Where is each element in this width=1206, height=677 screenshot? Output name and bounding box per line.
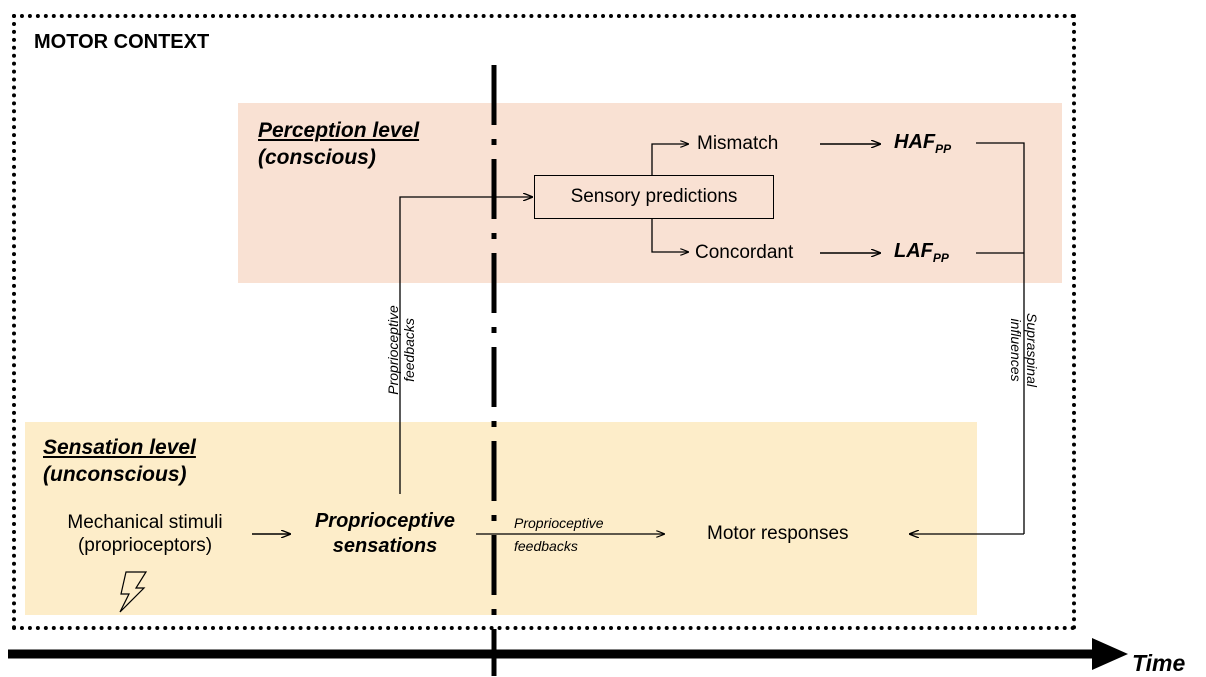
laf-label: LAF (894, 240, 933, 262)
proprioceptive-sensations-node: Proprioceptive sensations (300, 509, 470, 559)
sensory-predictions-label: Sensory predictions (570, 186, 738, 207)
laf-subscript: PP (932, 251, 949, 265)
sensation-level-title: Sensation level (unconscious) (43, 434, 196, 488)
supraspinal-line-1: Supraspinal (1024, 313, 1040, 387)
mechanical-stimuli-node: Mechanical stimuli (proprioceptors) (40, 511, 250, 557)
horizontal-feedbacks-line-2: feedbacks (514, 538, 578, 554)
lightning-bolt-icon (119, 571, 148, 613)
horizontal-feedbacks-label-2: feedbacks (514, 538, 578, 554)
motor-context-frame (12, 14, 1076, 630)
perception-level-title: Perception level (conscious) (258, 117, 419, 171)
motor-context-title: MOTOR CONTEXT (34, 31, 210, 53)
time-label: Time (1132, 650, 1186, 676)
haf-pp-label: HAFPP (894, 131, 951, 156)
supraspinal-influences-label: Supraspinal influences (1004, 290, 1040, 410)
to-mismatch-arrow (651, 144, 688, 175)
sensations-line-1: Proprioceptive (314, 510, 456, 532)
supraspinal-line-2: influences (1008, 318, 1024, 382)
stimuli-line-1: Mechanical stimuli (67, 512, 223, 533)
sensation-level-label: Sensation level (43, 436, 196, 459)
concordant-label: Concordant (695, 242, 794, 263)
to-concordant-arrow (651, 219, 688, 252)
mismatch-label: Mismatch (697, 133, 779, 154)
motor-responses-node: Motor responses (707, 523, 849, 544)
haf-supraspinal-line (976, 142, 1025, 534)
perception-level-subtitle: (conscious) (258, 146, 376, 169)
vertical-feedbacks-label: Proprioceptive feedbacks (385, 290, 421, 410)
vertical-feedbacks-line-2: feedbacks (401, 318, 417, 382)
haf-label: HAF (894, 131, 936, 153)
stimuli-line-2: (proprioceptors) (77, 535, 213, 556)
horizontal-feedbacks-line-1: Proprioceptive (514, 515, 604, 531)
haf-subscript: PP (935, 142, 952, 156)
feedback-to-predictions-arrow (399, 197, 532, 494)
time-arrowhead (1092, 638, 1128, 670)
sensation-level-region (25, 422, 977, 615)
laf-pp-label: LAFPP (894, 240, 949, 265)
horizontal-feedbacks-label: Proprioceptive (514, 515, 604, 531)
sensation-level-subtitle: (unconscious) (43, 463, 187, 486)
sensory-predictions-box: Sensory predictions (534, 175, 774, 219)
sensations-line-2: sensations (332, 535, 438, 557)
perception-level-label: Perception level (258, 119, 420, 142)
vertical-feedbacks-line-1: Proprioceptive (385, 305, 401, 395)
